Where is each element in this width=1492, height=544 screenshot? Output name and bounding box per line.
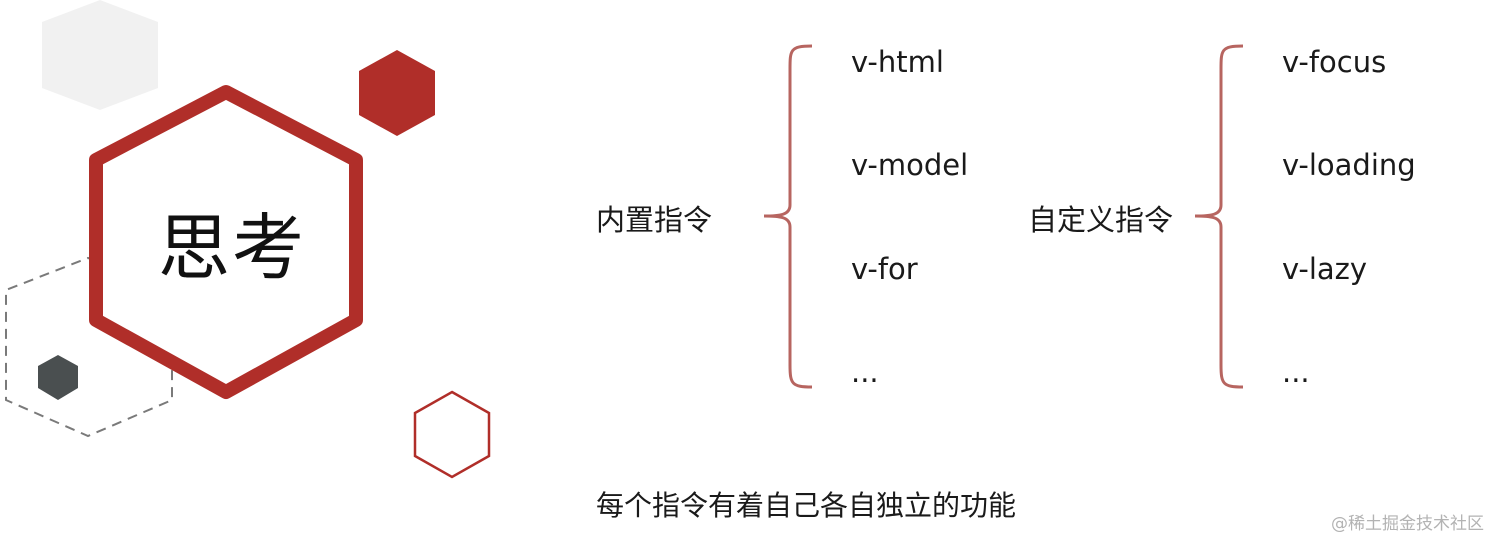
dark-small-hexagon [38,355,78,400]
builtin-item: v-model [851,148,969,182]
footer-caption: 每个指令有着自己各自独立的功能 [596,489,1017,522]
builtin-directives-label: 内置指令 [596,203,713,237]
custom-item: ... [1282,355,1310,389]
builtin-brace [763,44,813,389]
grey-hexagon [42,0,158,110]
page-title: 思考 [157,205,306,290]
custom-item: v-lazy [1282,252,1368,286]
custom-item: v-focus [1282,45,1387,79]
custom-item: v-loading [1282,148,1416,182]
red-outline-hexagon [413,390,491,479]
builtin-item: v-html [851,45,944,79]
red-filled-hexagon [359,50,435,136]
main-hexagon [89,85,363,399]
watermark: @稀土掘金技术社区 [1331,514,1484,534]
builtin-item: v-for [851,252,918,286]
custom-directives-label: 自定义指令 [1028,203,1174,237]
builtin-item: ... [851,355,879,389]
custom-brace [1194,44,1244,389]
